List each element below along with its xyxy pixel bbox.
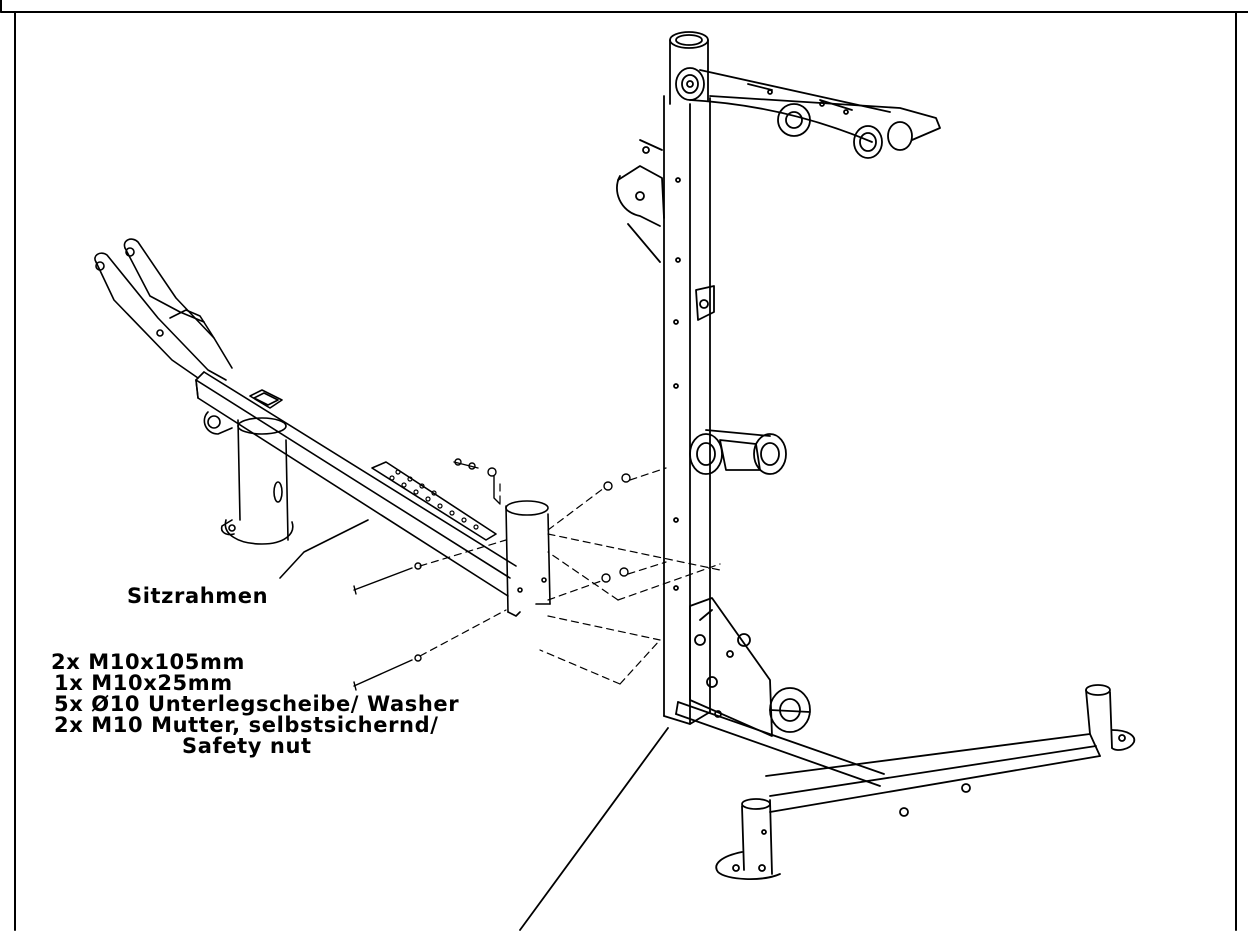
hardware-item: Safety nut bbox=[182, 734, 312, 758]
dashed-guides bbox=[419, 467, 721, 685]
hardware-list: 2x M10x105mm 1x M10x25mm 5x Ø10 Unterleg… bbox=[51, 652, 459, 757]
seat-frame-label: Sitzrahmen bbox=[127, 584, 269, 608]
seat-frame bbox=[94, 238, 551, 617]
base-frame bbox=[519, 684, 1136, 931]
hardware-item: 2x M10 Mutter, selbstsichernd/ bbox=[54, 713, 439, 737]
hardware-item: 5x Ø10 Unterlegscheibe/ Washer bbox=[54, 692, 460, 716]
hardware-parts bbox=[353, 458, 631, 691]
main-upright bbox=[616, 31, 941, 737]
hardware-item: 1x M10x25mm bbox=[54, 671, 233, 695]
hardware-item: 2x M10x105mm bbox=[51, 650, 245, 674]
